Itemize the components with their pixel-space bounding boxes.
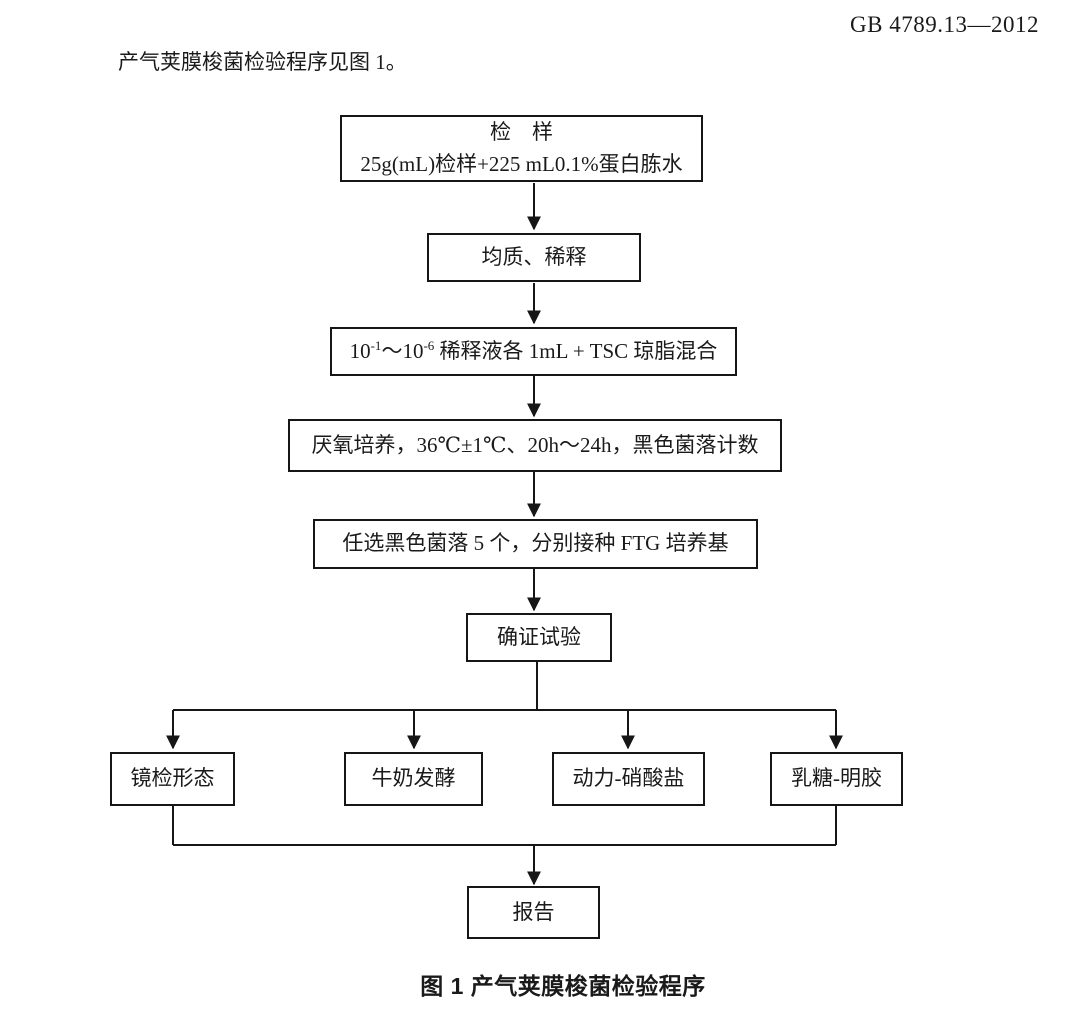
flow-node-lactose-gelatin: 乳糖-明胶 (770, 752, 903, 806)
microscopy-label: 镜检形态 (130, 766, 215, 791)
report-label: 报告 (512, 899, 555, 924)
dilution-label: 10-1～10-6 稀释液各 1mL + TSC 琼脂混合 (349, 337, 718, 363)
milk-fermentation-label: 牛奶发酵 (371, 766, 456, 791)
intro-text: 产气荚膜梭菌检验程序见图 1。 (118, 50, 407, 74)
homogenize-label: 均质、稀释 (481, 244, 587, 269)
dilution-exponent-2: -6 (423, 337, 435, 353)
flow-node-confirm-test: 确证试验 (466, 613, 612, 662)
flow-node-dilution-mix: 10-1～10-6 稀释液各 1mL + TSC 琼脂混合 (330, 327, 737, 376)
standard-number: GB 4789.13—2012 (850, 12, 1039, 37)
confirm-test-label: 确证试验 (497, 624, 581, 649)
figure-caption: 图 1 产气荚膜梭菌检验程序 (420, 973, 706, 999)
lactose-gelatin-label: 乳糖-明胶 (791, 766, 882, 791)
sample-detail: 25g(mL)检样+225 mL0.1%蛋白胨水 (360, 151, 683, 176)
flow-node-homogenize: 均质、稀释 (427, 233, 641, 282)
flow-node-milk-fermentation: 牛奶发酵 (344, 752, 483, 806)
pick-colonies-label: 任选黑色菌落 5 个，分别接种 FTG 培养基 (342, 531, 729, 556)
sample-title: 检 样 (490, 120, 553, 144)
flow-node-pick-colonies: 任选黑色菌落 5 个，分别接种 FTG 培养基 (313, 519, 758, 569)
flow-node-report: 报告 (467, 886, 600, 939)
motility-nitrate-label: 动力-硝酸盐 (572, 766, 685, 791)
flow-node-motility-nitrate: 动力-硝酸盐 (552, 752, 705, 806)
flow-node-anaerobic-culture: 厌氧培养，36℃±1℃、20h～24h，黑色菌落计数 (288, 419, 782, 472)
flow-node-sample: 检 样 25g(mL)检样+225 mL0.1%蛋白胨水 (340, 115, 703, 182)
flow-node-microscopy: 镜检形态 (110, 752, 235, 806)
dilution-exponent-1: -1 (370, 337, 382, 353)
anaerobic-label: 厌氧培养，36℃±1℃、20h～24h，黑色菌落计数 (311, 432, 759, 457)
